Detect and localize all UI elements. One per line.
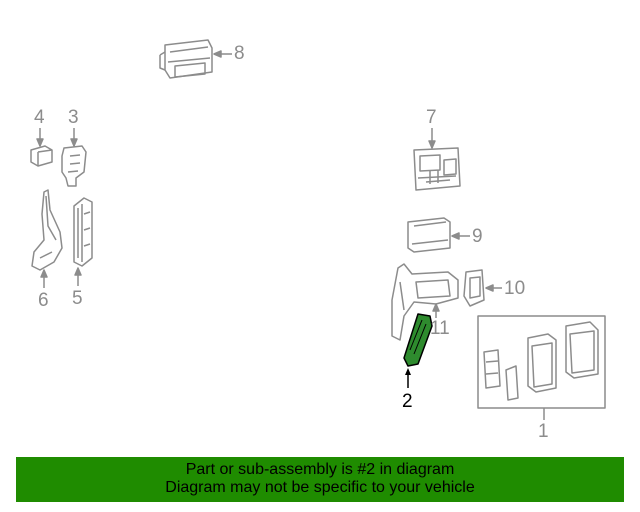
part-10-bracket [463, 269, 485, 307]
callout-3: 3 [68, 107, 79, 128]
part-5-module [73, 197, 93, 267]
arrow-3 [70, 138, 78, 147]
banner-line-2: Diagram may not be specific to your vehi… [165, 479, 475, 496]
callout-11: 11 [430, 318, 450, 339]
part-2-module-highlighted [403, 313, 433, 388]
banner-line-1: Part or sub-assembly is #2 in diagram [185, 461, 455, 478]
arrow-8 [213, 50, 222, 58]
arrow-10 [485, 284, 494, 292]
part-3-bracket [61, 145, 87, 187]
arrow-7 [428, 140, 436, 149]
arrow-9 [451, 232, 460, 240]
arrow-2 [405, 368, 411, 375]
callout-2: 2 [402, 391, 413, 412]
callout-5: 5 [72, 288, 83, 309]
callout-4: 4 [34, 107, 45, 128]
callout-7: 7 [426, 107, 437, 128]
info-banner: Part or sub-assembly is #2 in diagram Di… [16, 457, 624, 502]
callout-9: 9 [472, 226, 483, 247]
part-8-module [159, 39, 213, 79]
part-7-fuse-box [413, 147, 461, 191]
callout-1: 1 [538, 421, 549, 442]
parts-diagram [30, 39, 606, 420]
arrow-6 [40, 269, 48, 278]
arrow-4 [36, 138, 44, 147]
callout-8: 8 [234, 43, 245, 64]
part-6-bracket [31, 189, 63, 271]
arrow-11 [432, 303, 440, 312]
arrow-5 [74, 267, 82, 276]
part-1-assembly [477, 315, 606, 409]
callout-6: 6 [38, 290, 49, 311]
part-4-relay [30, 145, 53, 167]
part-9-module [407, 217, 451, 253]
callout-10: 10 [504, 278, 526, 299]
